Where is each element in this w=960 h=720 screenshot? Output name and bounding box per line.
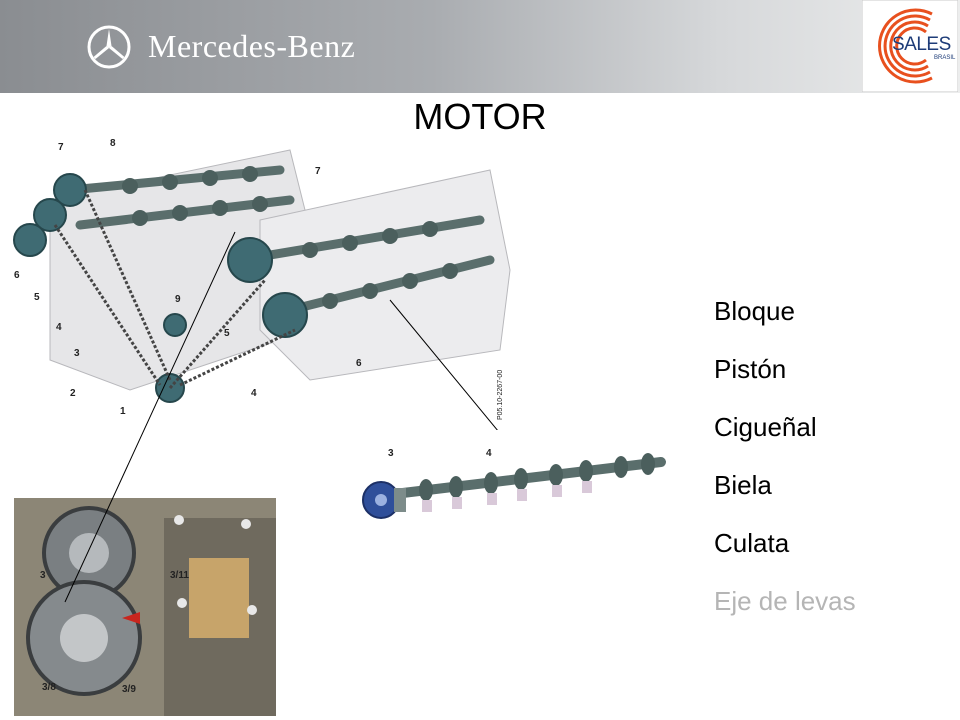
topic-item: Bloque (714, 296, 795, 326)
callout-label: 3 (388, 448, 394, 459)
sales-logo-text: SALES (892, 34, 951, 55)
callout-label: 5 (34, 292, 40, 303)
callout-label: 9 (175, 294, 181, 305)
engine-timing-illustration: 7 8 7 6 5 4 3 2 1 9 5 4 6 P05.10-2267-00 (13, 138, 511, 430)
sales-logo-subtext: BRASIL (934, 55, 956, 61)
topic-item: Culata (714, 528, 790, 558)
topic-item: Biela (714, 470, 772, 500)
callout-label: 3 (74, 348, 80, 359)
callout-label: 3/9 (122, 684, 136, 695)
callout-label: 3/11 (170, 570, 189, 581)
callout-label: 1 (120, 406, 126, 417)
callout-label: 2 (70, 388, 76, 399)
callout-label: 5 (224, 328, 230, 339)
callout-label: 6 (356, 358, 362, 369)
image-code: P05.10-2267-00 (497, 370, 504, 420)
callout-label: 8 (110, 138, 116, 149)
callout-label: 3 (40, 570, 46, 581)
callout-label: 4 (486, 448, 492, 459)
callout-label: 7 (58, 142, 64, 153)
topic-list: Bloque Pistón Cigueñal Biela Culata Eje … (714, 296, 856, 644)
gear-detail-illustration: 3 3/11 3/8 3/9 (14, 498, 276, 716)
sales-logo (861, 0, 959, 93)
header-bar: Mercedes-Benz SALES BRASIL (0, 0, 960, 93)
callout-label: 7 (315, 166, 321, 177)
callout-label: 6 (14, 270, 20, 281)
pointer-line (64, 231, 236, 603)
callout-label: 4 (251, 388, 257, 399)
camshaft-detail-illustration: 3 4 (362, 448, 666, 519)
topic-item: Pistón (714, 354, 787, 384)
brand-name: Mercedes-Benz (148, 28, 356, 64)
topic-item: Cigueñal (714, 412, 817, 442)
slide-title: MOTOR (413, 96, 547, 137)
mercedes-star-icon (87, 25, 131, 69)
topic-item-current: Eje de levas (714, 586, 856, 616)
callout-label: 3/8 (42, 682, 56, 693)
callout-label: 4 (56, 322, 62, 333)
